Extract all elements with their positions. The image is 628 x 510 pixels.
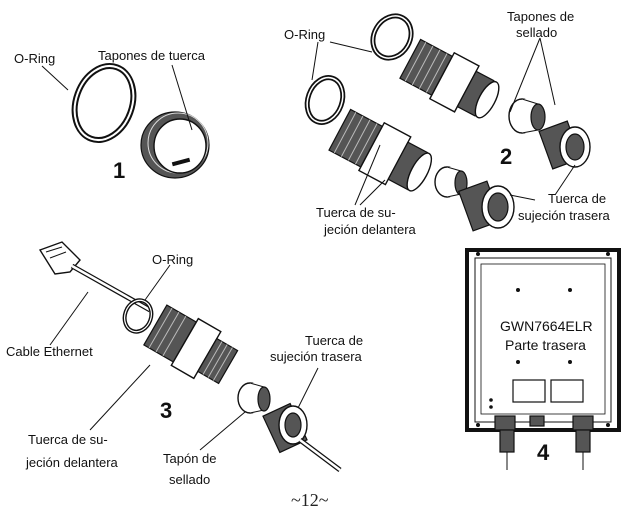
label-cable-ethernet: Cable Ethernet bbox=[6, 344, 93, 359]
label-tuerca-trasera-2-line2: sujeción trasera bbox=[518, 208, 611, 223]
step-number-3: 3 bbox=[160, 398, 172, 423]
label-o-ring-3: O-Ring bbox=[152, 252, 193, 267]
bottom-connector-right bbox=[575, 429, 591, 470]
o-ring-1 bbox=[71, 63, 137, 143]
port-window-left bbox=[512, 379, 546, 403]
sealing-plug-3 bbox=[237, 382, 271, 414]
rear-nut-lower bbox=[457, 180, 515, 232]
panel-1: O-Ring Tapones de tuerca 1 bbox=[14, 48, 210, 183]
step-number-4: 4 bbox=[537, 440, 550, 465]
o-ring-3 bbox=[122, 298, 154, 334]
panel-4: GWN7664ELR Parte trasera 4 bbox=[465, 248, 621, 470]
front-nut-upper bbox=[399, 38, 500, 119]
label-tuerca-trasera-2-line1: Tuerca de bbox=[548, 191, 606, 206]
nut-cap bbox=[140, 111, 210, 179]
front-nut-lower bbox=[328, 108, 433, 192]
sealing-plug-lower bbox=[434, 166, 468, 198]
label-o-ring-1: O-Ring bbox=[14, 51, 55, 66]
front-nut-3 bbox=[143, 304, 239, 385]
label-tapones-sellado-line1: Tapones de bbox=[507, 9, 574, 24]
panel-2: O-Ring Tapones de sellado Tuerca de su- … bbox=[284, 9, 611, 237]
label-tapones-sellado-line2: sellado bbox=[516, 25, 557, 40]
o-ring-2b bbox=[304, 75, 346, 125]
page-number: ~12~ bbox=[291, 490, 329, 510]
label-tapones-tuerca: Tapones de tuerca bbox=[98, 48, 206, 63]
sealing-plug-upper bbox=[508, 98, 546, 134]
label-o-ring-2: O-Ring bbox=[284, 27, 325, 42]
step-number-2: 2 bbox=[500, 144, 512, 169]
bottom-connector-left bbox=[499, 429, 515, 470]
label-tuerca-trasera-3-line2: sujeción trasera bbox=[270, 349, 363, 364]
port-window-right bbox=[550, 379, 584, 403]
label-tuerca-trasera-3-line1: Tuerca de bbox=[305, 333, 363, 348]
rear-nut-3 bbox=[262, 402, 308, 454]
panel-3: O-Ring Cable Ethernet Tuerca de sujeción… bbox=[6, 241, 363, 487]
label-tuerca-delantera-2-line1: Tuerca de su- bbox=[316, 205, 396, 220]
step-number-1: 1 bbox=[113, 158, 125, 183]
label-tuerca-delantera-3-line1: Tuerca de su- bbox=[28, 432, 108, 447]
label-device-model: GWN7664ELR bbox=[500, 318, 593, 334]
label-tuerca-delantera-3-line2: jeción delantera bbox=[25, 455, 119, 470]
label-tapon-sellado-line1: Tapón de bbox=[163, 451, 217, 466]
label-tuerca-delantera-2-line2: jeción delantera bbox=[323, 222, 417, 237]
label-device-side: Parte trasera bbox=[505, 337, 586, 353]
label-tapon-sellado-line2: sellado bbox=[169, 472, 210, 487]
rear-nut-upper bbox=[538, 120, 591, 170]
